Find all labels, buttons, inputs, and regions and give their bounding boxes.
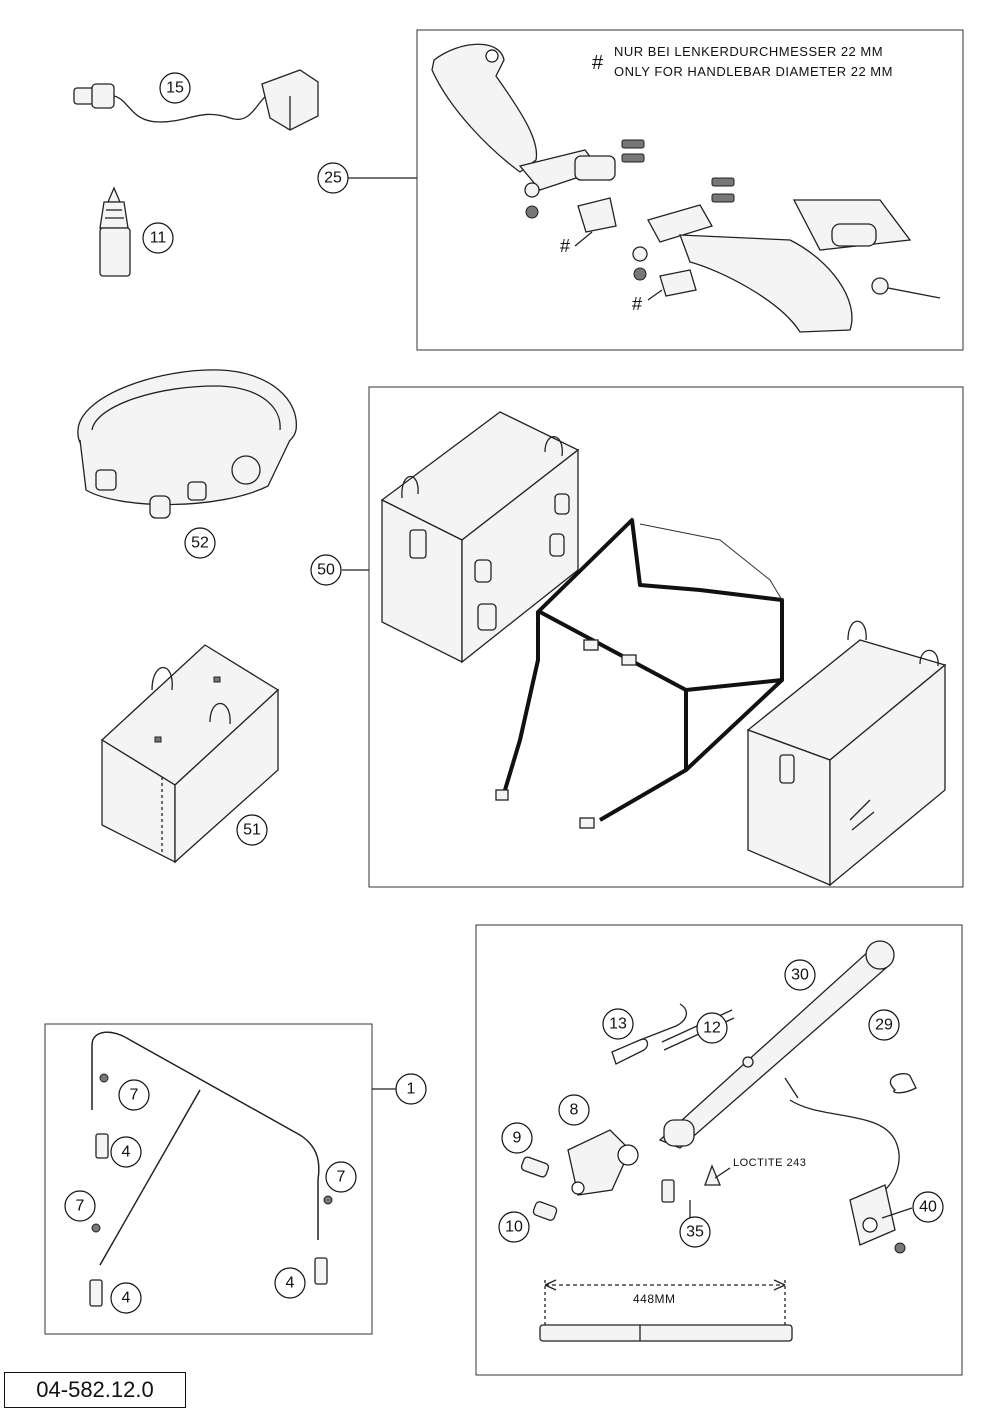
callout-9-text: 9 (513, 1130, 522, 1147)
note-english: ONLY FOR HANDLEBAR DIAMETER 22 MM (614, 64, 893, 79)
part-25-handguards (431, 43, 941, 333)
callout-1: 1 (395, 1073, 427, 1105)
callout-7-left: 7 (64, 1190, 96, 1222)
callout-4-right: 4 (274, 1267, 306, 1299)
sidestand-parts (520, 940, 917, 1342)
rear-rack-frame (44, 1023, 373, 1335)
callout-11-text: 11 (150, 230, 167, 247)
hash-mark-right: # (632, 294, 643, 314)
handguard-frame (416, 29, 964, 351)
sidestand-frame (475, 924, 963, 1376)
callout-29-text: 29 (875, 1017, 893, 1034)
part-11-tube (99, 186, 131, 277)
document-id: 04-582.12.0 (4, 1372, 186, 1408)
pannier-frame (368, 386, 964, 888)
callout-8-text: 8 (570, 1102, 579, 1119)
hash-mark-left: # (560, 236, 571, 256)
callout-25: 25 (317, 162, 349, 194)
callout-7-top-text: 7 (130, 1087, 139, 1104)
part-1-rear-rack (89, 1031, 333, 1307)
callout-50-text: 50 (317, 562, 335, 579)
callout-12-text: 12 (703, 1020, 721, 1037)
callout-13: 13 (602, 1008, 634, 1040)
callout-15: 15 (159, 72, 191, 104)
callout-7-top: 7 (118, 1079, 150, 1111)
callout-1-text: 1 (407, 1081, 416, 1098)
callout-15-text: 15 (166, 80, 184, 97)
part-15-cable (73, 69, 319, 131)
hash-note-symbol: # (592, 52, 604, 74)
part-51-top-case (100, 644, 280, 864)
callout-7-left-text: 7 (76, 1198, 85, 1215)
callout-30: 30 (784, 959, 816, 991)
callout-7-right: 7 (325, 1161, 357, 1193)
callout-10-text: 10 (505, 1219, 523, 1236)
callout-4-bottom: 4 (110, 1282, 142, 1314)
callout-35: 35 (679, 1216, 711, 1248)
callout-51: 51 (236, 814, 268, 846)
callout-35-text: 35 (686, 1224, 704, 1241)
callout-50: 50 (310, 554, 342, 586)
callout-12: 12 (696, 1012, 728, 1044)
callout-40-text: 40 (919, 1199, 937, 1216)
callout-51-text: 51 (243, 822, 261, 839)
loctite-label: LOCTITE 243 (733, 1157, 807, 1169)
callout-4-top: 4 (110, 1136, 142, 1168)
callout-52: 52 (184, 527, 216, 559)
callout-4-right-text: 4 (286, 1275, 295, 1292)
callout-30-text: 30 (791, 967, 809, 984)
part-52-tank-bag (77, 369, 297, 519)
leader-lines (342, 177, 913, 1219)
callout-11: 11 (142, 222, 174, 254)
dimension-label: 448MM (633, 1292, 676, 1306)
note-german: NUR BEI LENKERDURCHMESSER 22 MM (614, 44, 884, 59)
callout-8: 8 (558, 1094, 590, 1126)
callout-13-text: 13 (609, 1016, 627, 1033)
callout-40: 40 (912, 1191, 944, 1223)
callout-9: 9 (501, 1122, 533, 1154)
callout-10: 10 (498, 1211, 530, 1243)
callout-52-text: 52 (191, 535, 209, 552)
callout-4-top-text: 4 (122, 1144, 131, 1161)
callout-4-bottom-text: 4 (122, 1290, 131, 1307)
callout-29: 29 (868, 1009, 900, 1041)
callout-25-text: 25 (324, 170, 342, 187)
callout-7-right-text: 7 (337, 1169, 346, 1186)
part-50-panniers (380, 411, 947, 887)
